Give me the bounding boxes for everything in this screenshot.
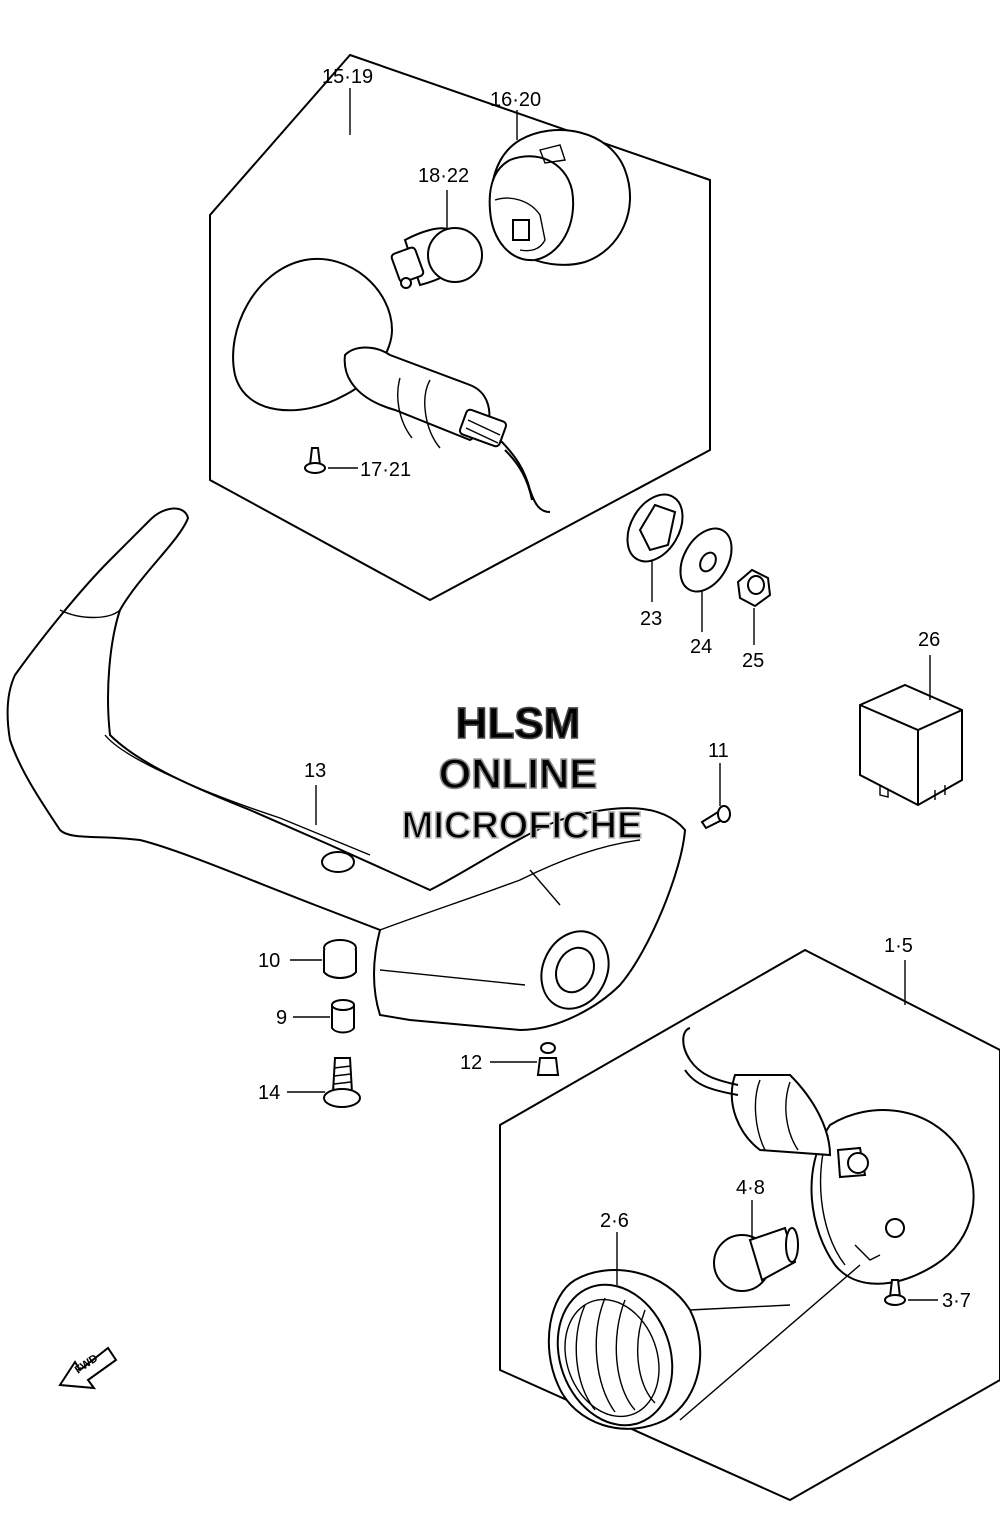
label-3-7: 3·7 <box>942 1290 971 1312</box>
bracket-cover-group <box>6 507 687 1032</box>
label-26: 26 <box>918 629 940 651</box>
label-14: 14 <box>258 1082 280 1104</box>
relay-group <box>859 655 963 807</box>
front-turn-signal-assembly-group <box>499 948 1000 1502</box>
label-15-19: 15·19 <box>322 66 373 88</box>
label-9: 9 <box>276 1007 287 1029</box>
rear-turn-signal-assembly-group <box>209 53 711 602</box>
watermark-line-3: MICROFICHE <box>402 805 643 847</box>
label-11: 11 <box>708 740 729 762</box>
label-24: 24 <box>690 636 712 658</box>
mounting-hardware-group <box>626 493 772 645</box>
label-13: 13 <box>304 760 326 782</box>
fwd-arrow-icon: FWD <box>58 1346 118 1390</box>
watermark-line-2: ONLINE <box>439 750 598 797</box>
watermark-line-1: HLSM <box>456 699 581 748</box>
label-10: 10 <box>258 950 280 972</box>
label-1-5: 1·5 <box>884 935 913 957</box>
label-12: 12 <box>460 1052 482 1074</box>
label-25: 25 <box>742 650 764 672</box>
label-17-21: 17·21 <box>360 459 411 481</box>
fastener-parts-group <box>287 763 731 1108</box>
label-18-22: 18·22 <box>418 165 469 187</box>
part-labels: 15·19 16·20 18·22 17·21 23 24 25 26 11 1… <box>258 66 971 1312</box>
label-16-20: 16·20 <box>490 89 541 111</box>
label-23: 23 <box>640 608 662 630</box>
label-4-8: 4·8 <box>736 1177 765 1199</box>
label-2-6: 2·6 <box>600 1210 629 1232</box>
watermark: HLSM ONLINE MICROFICHE <box>401 698 643 848</box>
